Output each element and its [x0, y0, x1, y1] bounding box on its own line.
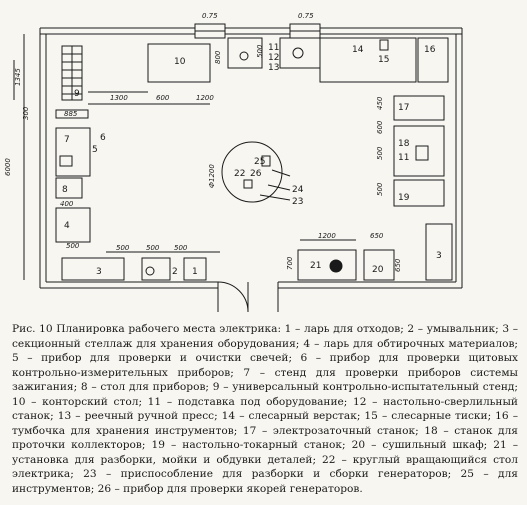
- workbench-14: [319, 37, 417, 83]
- caption-body: 1 – ларь для отходов; 2 – умывальник; 3 …: [12, 323, 518, 495]
- label-13: 13: [268, 63, 279, 73]
- dim-885: 885: [64, 110, 78, 118]
- caption-title: Планировка рабочего места электрика:: [56, 323, 282, 335]
- label-24: 24: [292, 185, 304, 195]
- device-7-box: [59, 155, 73, 167]
- wash-unit-21: [297, 249, 357, 281]
- figure-caption: Рис. 10 Планировка рабочего места электр…: [12, 322, 518, 496]
- sink-2: [141, 257, 171, 281]
- label-8: 8: [62, 185, 68, 195]
- label-5: 5: [92, 145, 98, 155]
- label-20: 20: [372, 265, 384, 275]
- dim-500-b1: 500: [116, 244, 130, 252]
- dim-top-1: 0.75: [202, 12, 218, 20]
- bin-4: [55, 207, 91, 243]
- dim-1345: 1345: [14, 68, 22, 86]
- stand-11-top: [227, 37, 263, 69]
- dim-1200-center: Ф1200: [208, 164, 216, 188]
- top-door-left: [194, 23, 226, 39]
- stand-11-top-b: [279, 37, 321, 69]
- label-2: 2: [172, 267, 178, 277]
- label-22: 22: [234, 169, 245, 179]
- label-17: 17: [398, 103, 409, 113]
- top-door-right: [289, 23, 321, 39]
- label-21: 21: [310, 261, 321, 271]
- wash-unit-21-drum: [329, 259, 343, 273]
- floor-plan: 0.75 0.75 6000 1345 300 885 1300 600 120…: [4, 12, 463, 313]
- dim-500-small: 500: [256, 44, 264, 58]
- label-14: 14: [352, 45, 364, 55]
- outer-wall: [39, 27, 463, 289]
- label-1: 1: [192, 267, 198, 277]
- label-23: 23: [292, 197, 303, 207]
- label-11-top: 11: [268, 43, 279, 53]
- stand-7: [55, 127, 91, 177]
- dim-500-r1: 500: [376, 146, 384, 160]
- label-4: 4: [64, 221, 70, 231]
- table-8: [55, 177, 83, 199]
- label-10: 10: [174, 57, 186, 67]
- cabinet-16: [417, 37, 449, 83]
- caption-prefix: Рис. 10: [12, 323, 57, 335]
- dim-1200-bottom: 1200: [318, 232, 336, 240]
- lathe-19: [393, 179, 445, 207]
- sink-2-bowl: [145, 266, 155, 276]
- dim-500-b3: 500: [174, 244, 188, 252]
- label-18: 18: [398, 139, 410, 149]
- bin-1: [183, 257, 207, 281]
- round-table-22: [221, 141, 291, 203]
- dim-700: 700: [286, 256, 294, 270]
- label-15: 15: [378, 55, 389, 65]
- bench-885: [55, 109, 89, 119]
- rack-3-bottom: [61, 257, 125, 281]
- dim-500-r2: 500: [376, 182, 384, 196]
- dim-600: 600: [156, 94, 170, 102]
- rack-3-right: [425, 223, 453, 281]
- label-6: 6: [100, 133, 106, 143]
- machine-18: [393, 125, 445, 177]
- drill-12: [239, 51, 249, 61]
- dim-450: 450: [376, 96, 384, 110]
- stand-9: [61, 45, 83, 101]
- office-table-10: [147, 43, 211, 83]
- dim-650-b: 650: [394, 258, 402, 272]
- dim-800: 800: [214, 50, 222, 64]
- label-11-right: 11: [398, 153, 409, 163]
- label-3-right: 3: [436, 251, 442, 261]
- dim-1300: 1300: [110, 94, 128, 102]
- dim-300: 300: [22, 106, 30, 120]
- label-12: 12: [268, 53, 279, 63]
- label-26: 26: [250, 169, 262, 179]
- press-13: [292, 47, 304, 59]
- dim-400: 400: [60, 200, 74, 208]
- label-7: 7: [64, 135, 70, 145]
- dim-500-b2: 500: [146, 244, 160, 252]
- dim-6000: 6000: [4, 158, 12, 176]
- label-19: 19: [398, 193, 410, 203]
- dim-500-left: 500: [66, 242, 80, 250]
- dryer-20: [363, 249, 395, 281]
- dim-top-2: 0.75: [298, 12, 314, 20]
- label-25: 25: [254, 157, 265, 167]
- dim-1200-top: 1200: [196, 94, 214, 102]
- entrance-door: [217, 281, 279, 313]
- label-16: 16: [424, 45, 436, 55]
- dim-600-right: 600: [376, 120, 384, 134]
- vise-15: [379, 39, 389, 51]
- device-11-right: [415, 145, 429, 161]
- dim-650: 650: [370, 232, 384, 240]
- label-9: 9: [74, 89, 80, 99]
- label-3-bottom: 3: [96, 267, 102, 277]
- grinder-17: [393, 95, 445, 121]
